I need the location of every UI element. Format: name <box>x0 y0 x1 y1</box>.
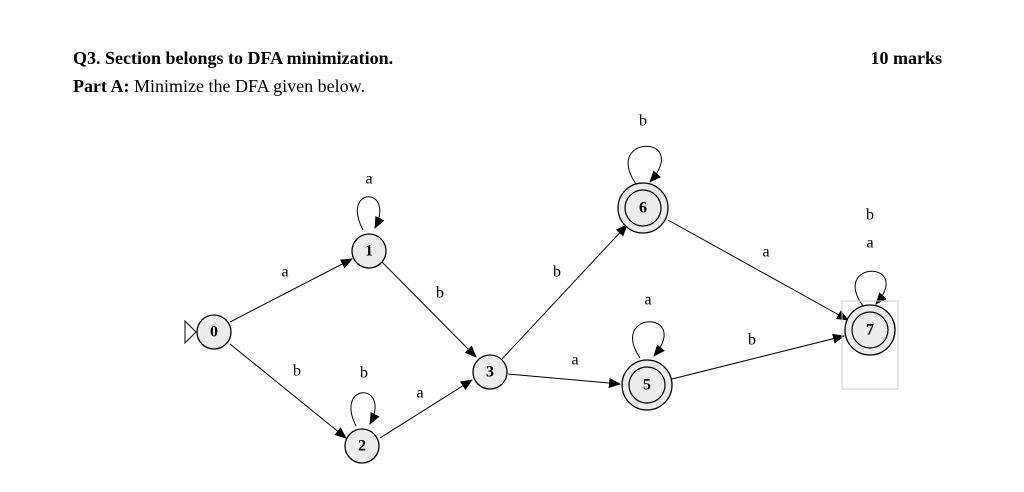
state-0[interactable]: 0 <box>196 314 232 350</box>
state-1-label: 1 <box>365 243 373 260</box>
label-3-5: a <box>571 352 578 369</box>
loop-1-1 <box>356 196 385 231</box>
label-6-7: a <box>762 244 769 261</box>
label-3-6: b <box>553 264 561 281</box>
edge-1-3 <box>381 261 477 358</box>
loop-5-5 <box>632 321 665 359</box>
edge-0-1 <box>229 258 353 323</box>
state-3-label: 3 <box>486 364 494 381</box>
loop-2-2 <box>350 392 380 427</box>
state-5-label: 5 <box>643 377 651 394</box>
state-7-selection-box[interactable] <box>841 300 899 390</box>
edge-2-3 <box>379 379 473 439</box>
state-6-label: 6 <box>639 200 647 217</box>
state-7-label: 7 <box>866 322 874 339</box>
state-2[interactable]: 2 <box>344 428 380 464</box>
edge-5-7 <box>671 333 845 380</box>
state-2-label: 2 <box>358 438 366 455</box>
part-a-instruction: Part A: Minimize the DFA given below. <box>73 76 365 97</box>
state-5[interactable]: 5 <box>621 359 673 411</box>
label-7-7-a: a <box>866 235 873 252</box>
edge-0-2 <box>229 343 347 439</box>
label-5-5: a <box>644 292 651 309</box>
part-a-label: Part A: <box>73 76 130 96</box>
label-7-7-b: b <box>866 207 874 224</box>
label-0-1: a <box>281 264 288 281</box>
label-2-3: a <box>416 385 423 402</box>
label-1-1: a <box>365 171 372 188</box>
label-0-2: b <box>293 363 301 380</box>
part-a-text: Minimize the DFA given below. <box>129 76 365 96</box>
state-7[interactable]: 7 <box>844 304 896 356</box>
label-1-3: b <box>436 285 444 302</box>
label-2-2: b <box>360 365 368 382</box>
loop-6-6 <box>627 145 662 185</box>
edge-6-7 <box>667 219 849 321</box>
state-0-label: 0 <box>210 324 218 341</box>
start-arrow <box>184 319 197 345</box>
loop-7-7 <box>854 270 887 307</box>
question-title: Q3. Section belongs to DFA minimization. <box>73 48 394 68</box>
label-5-7: b <box>748 332 756 349</box>
edge-3-6 <box>501 224 628 360</box>
state-6[interactable]: 6 <box>617 182 669 234</box>
edge-3-5 <box>507 373 621 389</box>
state-1[interactable]: 1 <box>351 233 387 269</box>
state-3[interactable]: 3 <box>472 354 508 390</box>
question-marks: 10 marks <box>870 48 943 68</box>
label-6-6: b <box>639 113 647 130</box>
